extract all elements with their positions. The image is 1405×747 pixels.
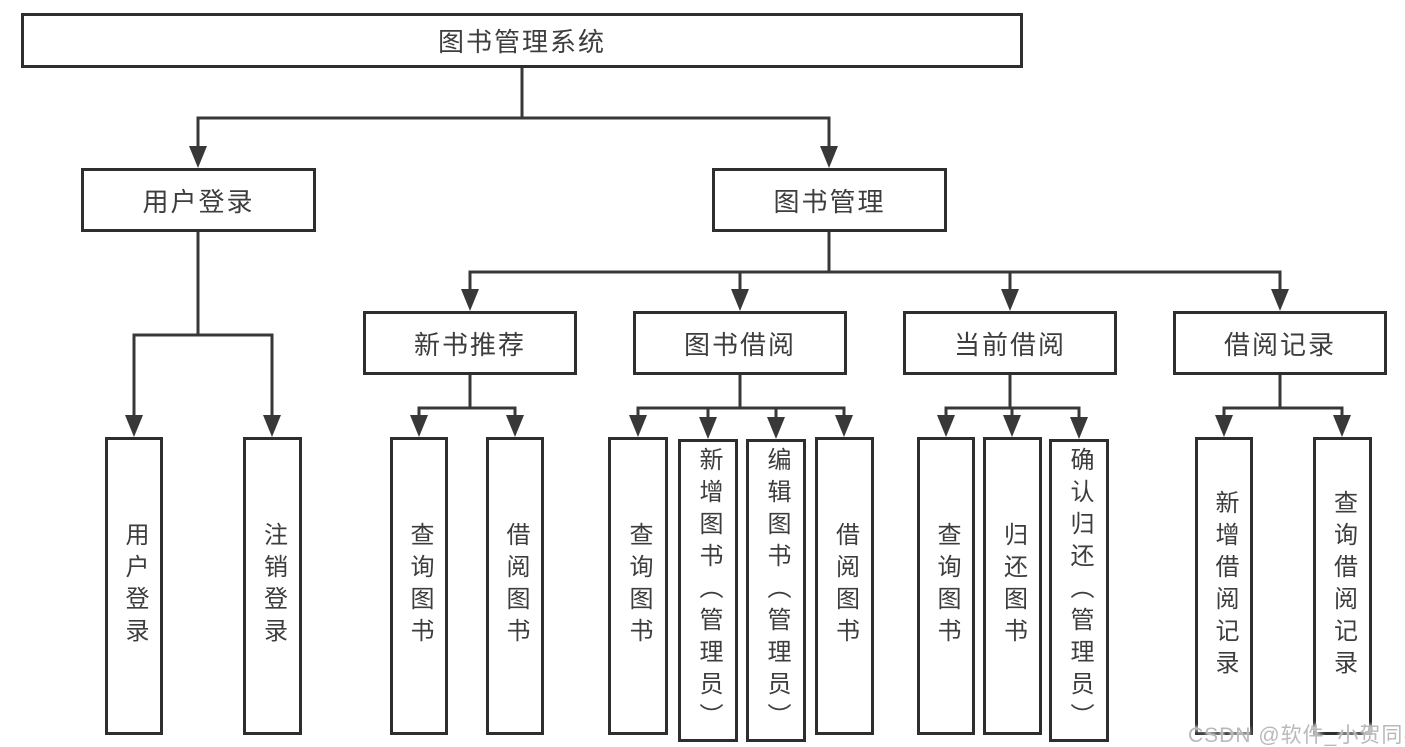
arrowhead-down-icon — [731, 289, 749, 311]
node-root: 图书管理系统 — [21, 13, 1023, 68]
arrowhead-down-icon — [1070, 417, 1088, 439]
arrowhead-down-icon — [125, 415, 143, 437]
node-leaf-query-book-borrowing: 查询图书 — [608, 437, 668, 735]
node-leaf-user-login: 用户登录 — [105, 437, 163, 735]
arrowhead-down-icon — [1333, 415, 1351, 437]
arrowhead-down-icon — [461, 289, 479, 311]
node-leaf-query-book-recommend: 查询图书 — [390, 437, 448, 735]
arrowhead-down-icon — [767, 417, 785, 439]
arrowhead-down-icon — [410, 415, 428, 437]
arrowhead-down-icon — [263, 415, 281, 437]
node-book-management: 图书管理 — [712, 168, 947, 232]
node-leaf-logout: 注销登录 — [243, 437, 302, 735]
arrowhead-down-icon — [1001, 289, 1019, 311]
node-leaf-query-borrow-record: 查询借阅记录 — [1313, 437, 1372, 735]
arrowhead-down-icon — [629, 415, 647, 437]
arrowhead-down-icon — [506, 415, 524, 437]
arrowhead-down-icon — [699, 417, 717, 439]
arrowhead-down-icon — [820, 146, 838, 168]
arrowhead-down-icon — [189, 146, 207, 168]
arrowhead-down-icon — [1003, 415, 1021, 437]
arrowhead-down-icon — [1271, 289, 1289, 311]
node-current-borrowing: 当前借阅 — [903, 311, 1117, 375]
node-leaf-confirm-return-admin: 确认归还（管理员） — [1049, 439, 1109, 742]
node-leaf-add-book-admin: 新增图书（管理员） — [678, 439, 738, 742]
node-leaf-borrow-book-borrowing: 借阅图书 — [815, 437, 874, 735]
node-borrowing-records: 借阅记录 — [1173, 311, 1387, 375]
node-leaf-return-book: 归还图书 — [983, 437, 1042, 735]
watermark: CSDN @软件_小贺同学 — [1188, 724, 1405, 747]
node-leaf-edit-book-admin: 编辑图书（管理员） — [746, 439, 806, 742]
node-user-login: 用户登录 — [81, 168, 316, 232]
arrowhead-down-icon — [937, 415, 955, 437]
arrowhead-down-icon — [1215, 415, 1233, 437]
arrowhead-down-icon — [835, 415, 853, 437]
node-leaf-borrow-book-recommend: 借阅图书 — [486, 437, 544, 735]
node-leaf-add-borrow-record: 新增借阅记录 — [1195, 437, 1253, 735]
node-new-book-recommend: 新书推荐 — [363, 311, 577, 375]
node-leaf-query-book-current: 查询图书 — [917, 437, 975, 735]
node-book-borrowing: 图书借阅 — [633, 311, 847, 375]
